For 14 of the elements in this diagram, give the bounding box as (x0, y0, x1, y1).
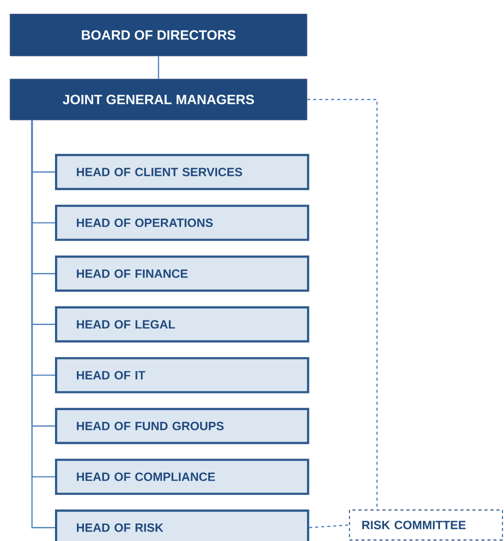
head-box: HEAD OF COMPLIANCE (55, 458, 310, 495)
connector-line (307, 98, 378, 510)
top-box: JOINT GENERAL MANAGERS (10, 78, 308, 120)
head-box: HEAD OF IT (55, 357, 310, 394)
committee-box: RISK COMMITTEE (349, 510, 503, 540)
connector-line (309, 524, 350, 528)
connector-line (158, 56, 160, 79)
head-box: HEAD OF OPERATIONS (55, 204, 310, 241)
head-box: HEAD OF FUND GROUPS (55, 408, 310, 444)
head-box: HEAD OF FINANCE (55, 256, 310, 292)
head-box: HEAD OF CLIENT SERVICES (55, 154, 310, 190)
head-box: HEAD OF LEGAL (55, 306, 310, 342)
head-box: HEAD OF RISK (55, 510, 310, 541)
top-box: BOARD OF DIRECTORS (10, 14, 308, 56)
